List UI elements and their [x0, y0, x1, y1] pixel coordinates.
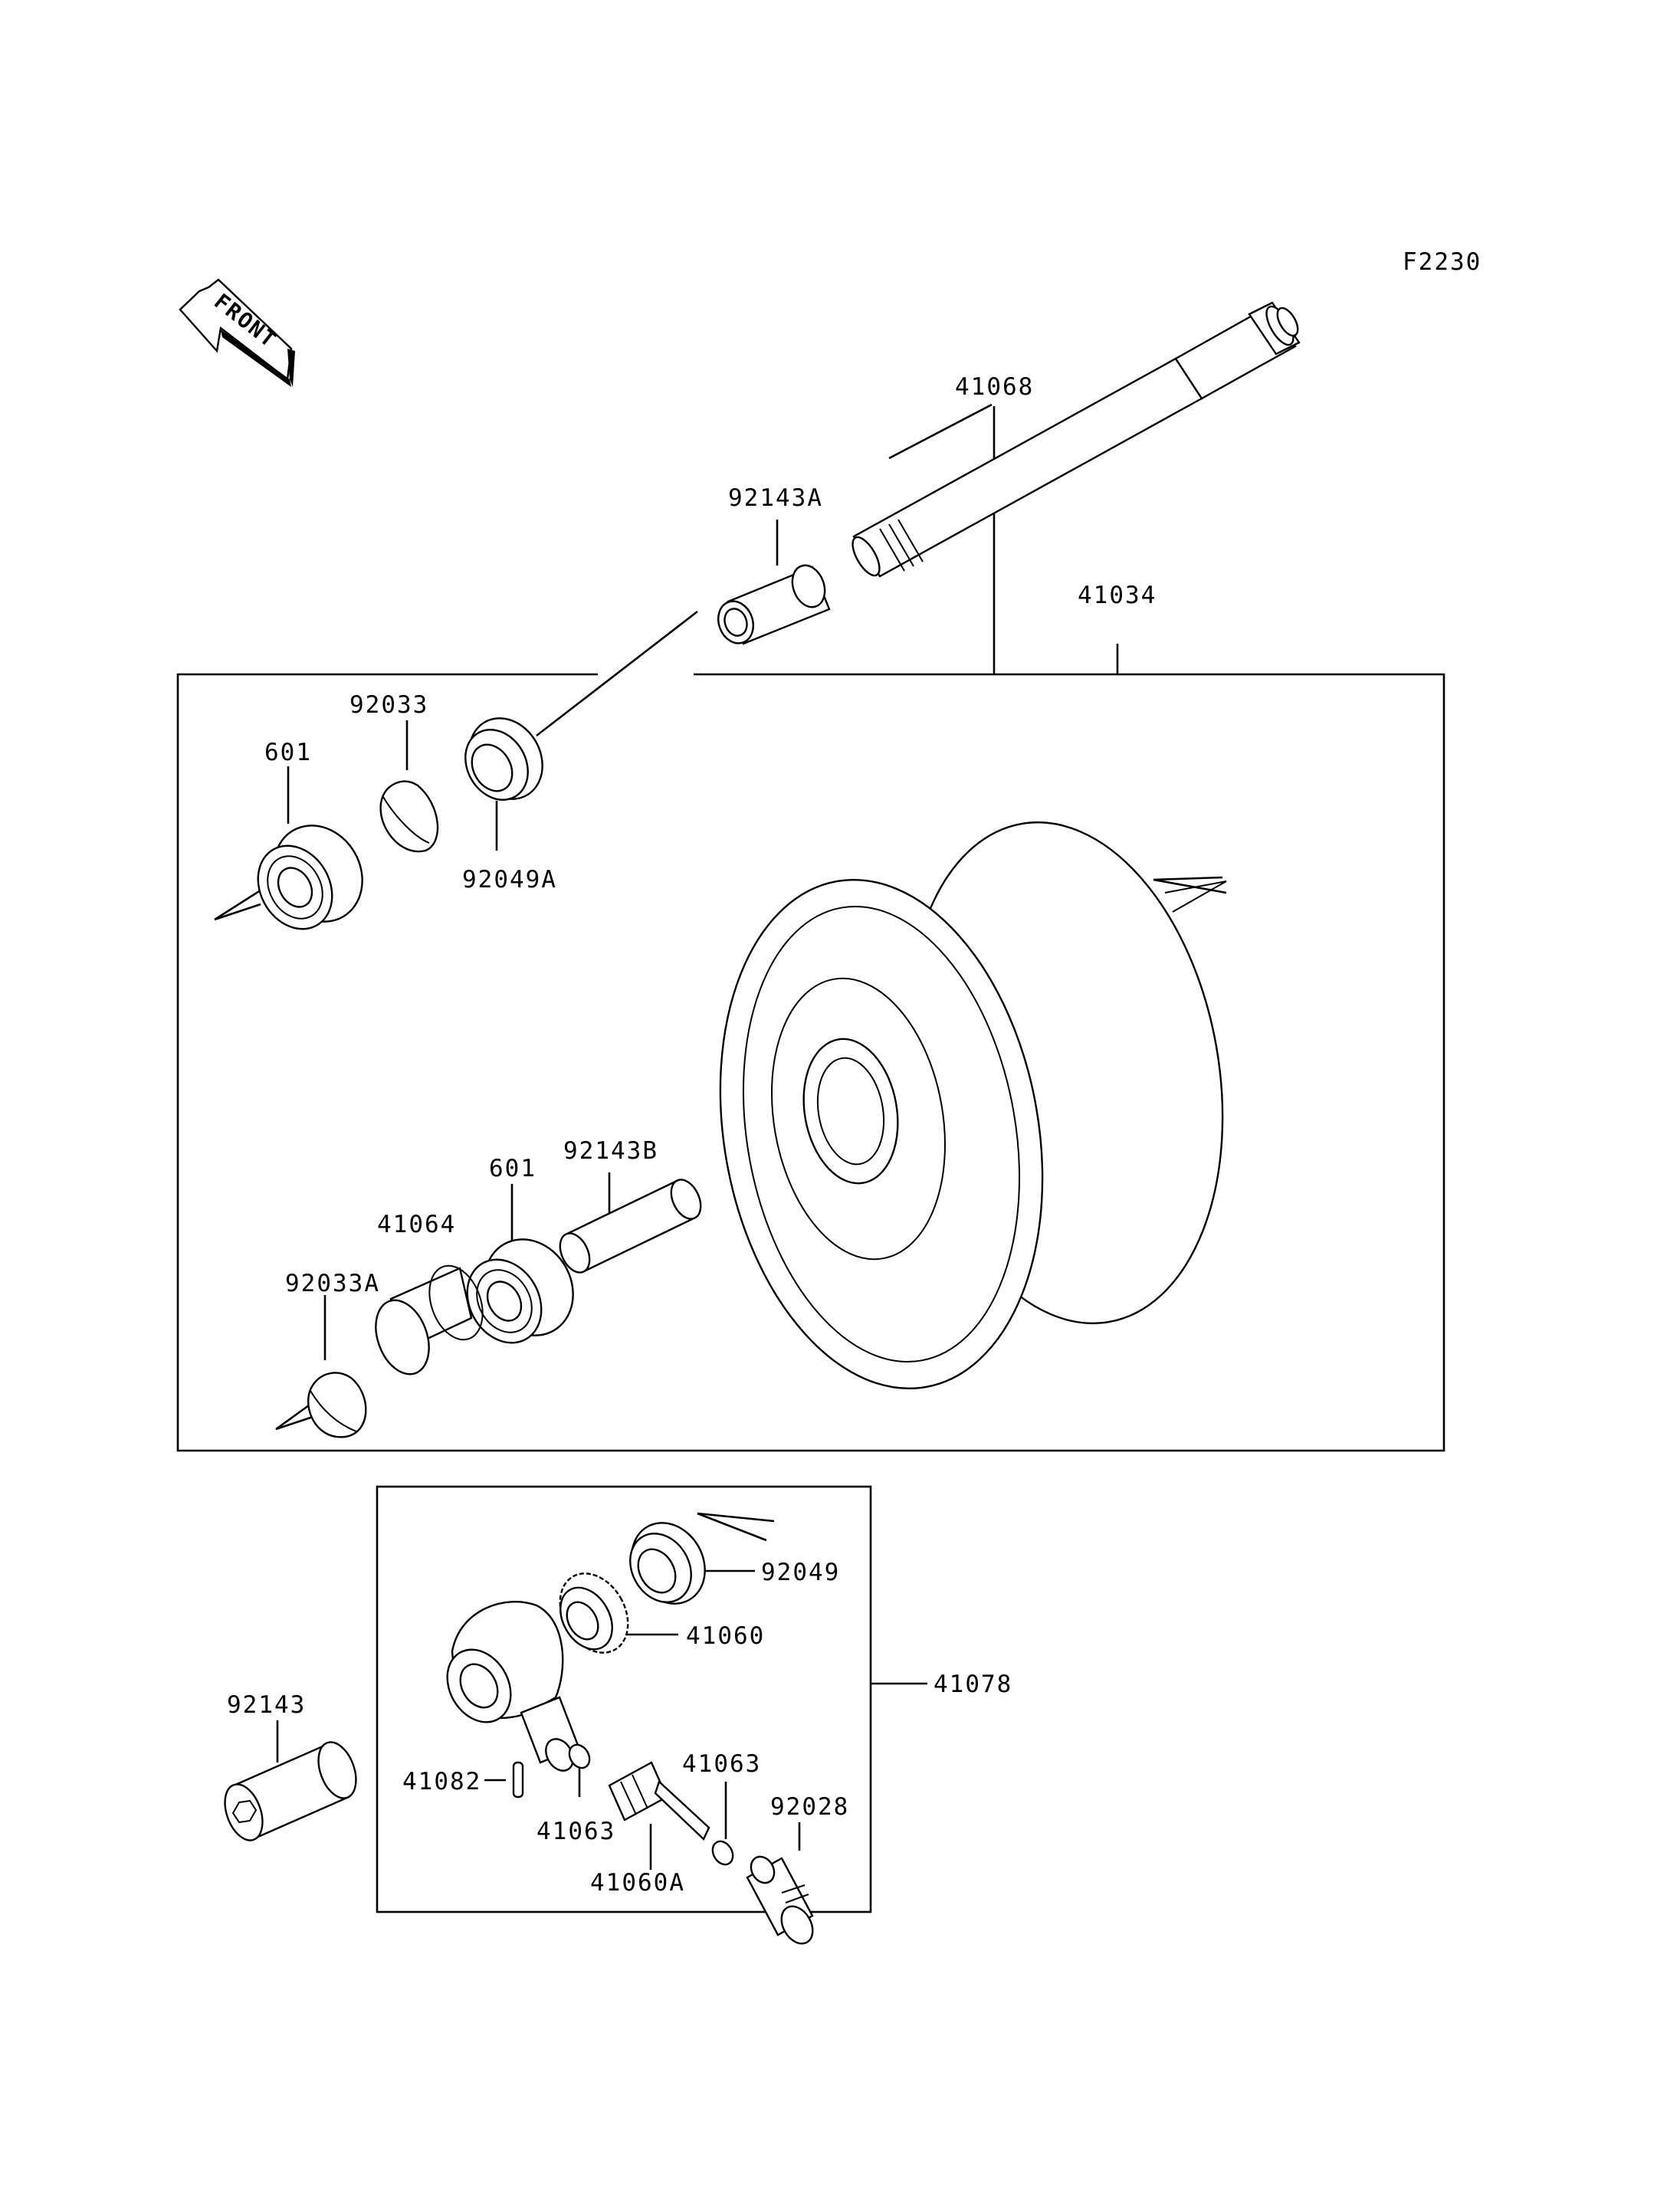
- part-labels: 41068 92143A 41034 92033 601 92049A 9214…: [227, 373, 1157, 1897]
- bearing-601-bottom: [466, 1238, 574, 1344]
- collar-92143: [224, 1741, 357, 1841]
- bearing-601-top: [257, 825, 363, 930]
- label-92143: 92143: [227, 1691, 306, 1719]
- label-41082: 41082: [402, 1768, 481, 1795]
- label-92028: 92028: [770, 1793, 849, 1821]
- label-41064: 41064: [377, 1211, 456, 1238]
- label-41078: 41078: [934, 1671, 1012, 1698]
- gear-41060: [559, 1572, 629, 1654]
- label-601-bottom: 601: [489, 1155, 536, 1182]
- circlip-92033a: [307, 1372, 367, 1438]
- label-41060a: 41060A: [590, 1869, 685, 1897]
- label-92033a: 92033A: [285, 1270, 380, 1297]
- wheel-rim: [719, 821, 1227, 1390]
- gearbox-assy-frame: [376, 1485, 872, 1913]
- label-92049: 92049: [761, 1559, 840, 1586]
- circlip-92033: [379, 780, 439, 853]
- oil-seal-92049: [629, 1522, 706, 1605]
- axle-41068: [851, 301, 1301, 578]
- collar-92143b: [559, 1179, 702, 1274]
- collar-92143a: [717, 564, 831, 645]
- front-arrow-icon: FRONT: [179, 278, 295, 387]
- label-41060: 41060: [686, 1622, 765, 1650]
- label-41063-right: 41063: [682, 1750, 761, 1778]
- label-92033: 92033: [349, 691, 428, 719]
- pin-41082: [512, 1761, 524, 1799]
- label-601-top: 601: [264, 739, 312, 766]
- label-41063-left: 41063: [536, 1818, 615, 1845]
- washer-41063-left: [568, 1743, 591, 1769]
- wheel-assy-frame: [176, 673, 1445, 1452]
- label-92049a: 92049A: [462, 866, 557, 894]
- gear-housing: [446, 1601, 580, 1772]
- figure-code: F2230: [1403, 248, 1481, 276]
- gear-housing-cap-41064: [375, 1264, 484, 1376]
- label-92143b: 92143B: [563, 1137, 658, 1165]
- label-92143a: 92143A: [728, 484, 823, 512]
- label-41068: 41068: [955, 373, 1034, 401]
- bushing-92028: [746, 1855, 814, 1945]
- pinion-41060a: [608, 1761, 710, 1841]
- washer-41063-right: [711, 1840, 734, 1866]
- label-41034: 41034: [1078, 582, 1157, 609]
- oil-seal-92049a: [464, 717, 543, 801]
